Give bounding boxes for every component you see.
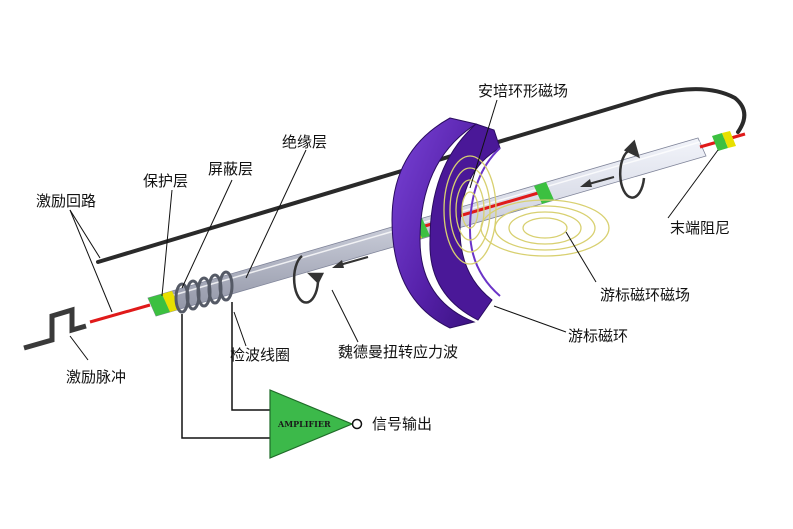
label-excitation-pulse: 激励脉冲 xyxy=(66,368,126,386)
amplifier-label: AMPLIFIER xyxy=(277,419,331,429)
label-insulation: 绝缘层 xyxy=(282,133,327,151)
wave-direction-arrow-right xyxy=(580,176,615,187)
label-torsion-wave: 魏德曼扭转应力波 xyxy=(338,343,458,361)
label-moving-magnet-field: 游标磁环磁场 xyxy=(600,286,690,304)
torsion-rotation-arrow-right xyxy=(618,139,646,199)
magnet-band-right xyxy=(534,182,554,204)
label-shielding: 屏蔽层 xyxy=(208,160,253,178)
amplifier: AMPLIFIER xyxy=(269,389,363,459)
label-ampere-field: 安培环形磁场 xyxy=(478,82,568,100)
label-detection-coil: 检波线圈 xyxy=(230,346,290,364)
torsion-rotation-arrow-left xyxy=(292,254,325,304)
protection-layer-band xyxy=(148,291,180,316)
label-moving-magnet-ring: 游标磁环 xyxy=(568,327,628,345)
wave-direction-arrow-left xyxy=(332,256,369,268)
detection-coil xyxy=(174,270,234,314)
ampere-field-lines xyxy=(443,155,497,265)
moving-magnet-ring xyxy=(391,117,501,329)
leader-lines xyxy=(69,99,719,361)
magnet-field-lines xyxy=(480,199,610,257)
excitation-loop-cable xyxy=(96,87,747,264)
label-end-damping: 末端阻尼 xyxy=(670,219,730,237)
center-wire-left xyxy=(89,303,151,324)
label-protection: 保护层 xyxy=(143,172,188,190)
label-excitation-loop: 激励回路 xyxy=(36,192,96,210)
end-band xyxy=(712,131,736,151)
amplifier-input-wires xyxy=(181,302,270,439)
excitation-pulse-waveform xyxy=(23,306,87,351)
label-signal-output: 信号输出 xyxy=(372,415,432,433)
waveguide-rod xyxy=(147,137,707,317)
